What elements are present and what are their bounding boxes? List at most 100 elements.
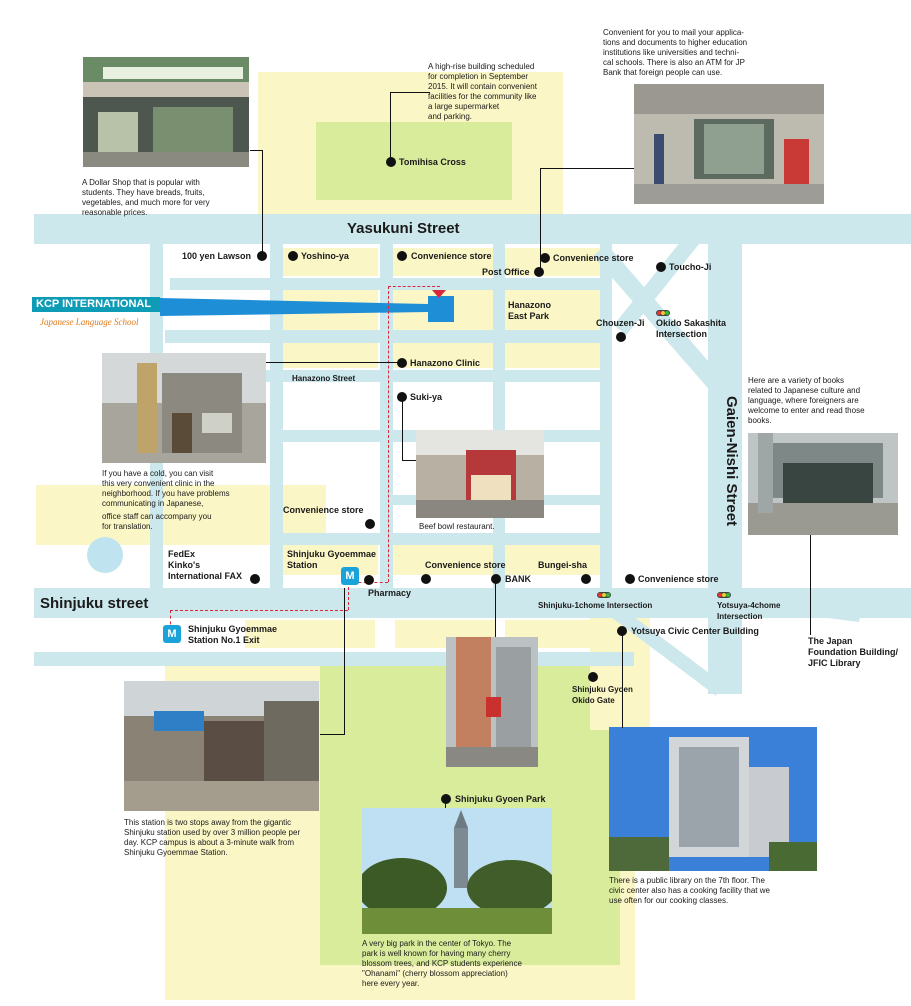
school-marker-triangle [432, 290, 446, 298]
metro-station-icon[interactable]: M [341, 567, 359, 585]
connector-line [262, 150, 263, 254]
convenience-store-label: Convenience store [411, 251, 492, 261]
tomihisa-site [316, 122, 512, 200]
fedex-kinkos-marker[interactable] [250, 574, 260, 584]
traffic-signal-icon [717, 592, 731, 598]
gyoen-park-photo [362, 808, 552, 934]
civic-center-photo [609, 727, 817, 871]
station-exit-label: Shinjuku Gyoemmae Station No.1 Exit [188, 624, 278, 645]
pharmacy-marker[interactable] [364, 575, 374, 585]
city-block [505, 248, 600, 276]
hanazono-clinic-label: Hanazono Clinic [410, 358, 481, 368]
civic-center-marker[interactable] [617, 626, 627, 636]
yasukuni-street-label: Yasukuni Street [347, 220, 460, 237]
tomihisa-description: A high-rise building scheduled for compl… [428, 62, 537, 121]
connector-line [390, 92, 430, 93]
bank-photo [446, 637, 538, 767]
city-block [505, 545, 600, 575]
convenience-store-marker[interactable] [421, 574, 431, 584]
pharmacy-label: Pharmacy [368, 588, 412, 598]
tomihisa-cross-label: Tomihisa Cross [399, 157, 466, 167]
station-exit-photo [124, 681, 319, 811]
civic-center-description: There is a public library on the 7th flo… [609, 876, 770, 905]
shinjuku-1chome-label: Shinjuku-1chome Intersection [538, 601, 653, 610]
route-dash [388, 286, 389, 582]
kcp-logo-brand: KCP INTERNATIONAL [36, 298, 152, 310]
chouzen-ji-marker[interactable] [616, 332, 626, 342]
connector-line [390, 92, 391, 160]
jfic-library-label: The Japan Foundation Building/ JFIC Libr… [808, 636, 898, 668]
chouzen-ji-label: Chouzen-Ji [596, 318, 645, 328]
convenience-store-label: Convenience store [638, 574, 719, 584]
bungei-sha-marker[interactable] [581, 574, 591, 584]
suki-ya-marker[interactable] [397, 392, 407, 402]
convenience-store-label: Convenience store [553, 253, 634, 263]
yotsuya-4chome-label: Yotsuya-4chome Intersection [717, 601, 781, 621]
city-block [245, 620, 375, 648]
gyoen-park-label: Shinjuku Gyoen Park [455, 794, 546, 804]
yoshinoya-label: Yoshino-ya [301, 251, 349, 261]
okido-gate-marker[interactable] [588, 672, 598, 682]
route-dash [170, 610, 348, 611]
convenience-store-marker[interactable] [540, 253, 550, 263]
connector-line [344, 588, 345, 734]
city-block [505, 343, 600, 368]
fedex-kinkos-label: FedEx Kinko's International FAX [168, 549, 243, 581]
city-block [393, 248, 493, 276]
connector-line [266, 362, 400, 363]
convenience-store-label: Convenience store [283, 505, 364, 515]
connector-line [540, 168, 634, 169]
yoshinoya-marker[interactable] [288, 251, 298, 261]
jfic-library-photo [748, 433, 898, 535]
city-block [283, 248, 378, 276]
hanazono-street-label: Hanazono Street [292, 374, 356, 383]
gyoen-park-marker[interactable] [441, 794, 451, 804]
bungei-sha-label: Bungei-sha [538, 560, 588, 570]
hanazono-clinic-marker[interactable] [397, 358, 407, 368]
yasukuni-street-road [34, 214, 911, 244]
metro-exit-icon[interactable]: M [163, 625, 181, 643]
city-block [393, 545, 493, 575]
sukiya-description: Beef bowl restaurant. [419, 522, 495, 531]
convenience-store-marker[interactable] [397, 251, 407, 261]
lawson-marker[interactable] [257, 251, 267, 261]
side-road [170, 278, 610, 290]
traffic-signal-icon [597, 592, 611, 598]
convenience-store-marker[interactable] [625, 574, 635, 584]
bank-label: BANK [505, 574, 531, 584]
post-office-label: Post Office [482, 267, 530, 277]
connector-line [402, 460, 416, 461]
toucho-ji-label: Toucho-Ji [669, 262, 712, 272]
route-dash [170, 610, 171, 630]
gyoemmae-station-label: Shinjuku Gyoemmae Station [287, 549, 377, 570]
post-office-marker[interactable] [534, 267, 544, 277]
side-road [165, 370, 610, 382]
lawson-label: 100 yen Lawson [182, 251, 252, 261]
clinic-description: If you have a cold, you can visit this v… [102, 469, 230, 508]
gyoen-park-description: A very big park in the center of Tokyo. … [362, 939, 522, 988]
city-block [283, 545, 378, 575]
gaien-nishi-street-road [708, 244, 742, 694]
convenience-store-marker[interactable] [365, 519, 375, 529]
civic-center-label: Yotsuya Civic Center Building [631, 626, 759, 636]
connector-line [540, 168, 541, 270]
kcp-logo-subtitle: Japanese Language School [40, 317, 139, 327]
connector-line [622, 632, 623, 728]
route-dash [348, 582, 349, 610]
tomihisa-cross-marker[interactable] [386, 157, 396, 167]
clinic-description-2: office staff can accompany you for trans… [102, 512, 212, 531]
lawson-photo [83, 57, 249, 167]
post-office-description: Convenient for you to mail your applica-… [603, 28, 748, 77]
route-dash [388, 286, 440, 287]
bank-marker[interactable] [491, 574, 501, 584]
okido-sakashita-label: Okido Sakashita Intersection [656, 318, 727, 339]
city-block [505, 290, 600, 330]
connector-line [320, 734, 345, 735]
kcp-school-building[interactable] [428, 296, 454, 322]
toucho-ji-marker[interactable] [656, 262, 666, 272]
connector-line [495, 580, 496, 637]
jfic-description: Here are a variety of books related to J… [748, 376, 865, 425]
side-road [270, 533, 610, 545]
sukiya-photo [416, 430, 544, 518]
